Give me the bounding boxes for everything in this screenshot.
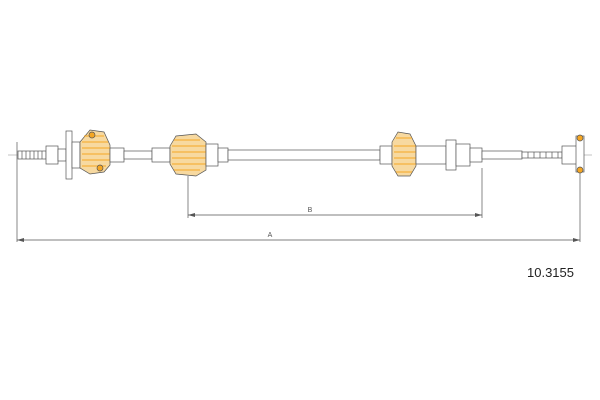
left-threaded-end xyxy=(17,145,67,165)
right-threaded-end xyxy=(521,151,563,159)
dimension-a: A xyxy=(17,232,580,242)
right-grommet xyxy=(379,131,447,177)
left-mounting-flange xyxy=(65,130,81,180)
left-rubber-boot xyxy=(79,129,111,175)
left-adjuster xyxy=(151,133,229,177)
dimension-b-label: B xyxy=(308,207,313,214)
dimension-a-label: A xyxy=(268,232,273,239)
right-ferrule xyxy=(445,139,523,171)
left-sleeve xyxy=(109,147,153,163)
dimension-a-extension-lines xyxy=(16,142,581,242)
outer-conduit xyxy=(227,149,381,161)
dimension-b: B xyxy=(188,207,482,217)
part-number: 10.3155 xyxy=(527,265,574,280)
right-clevis-end xyxy=(561,134,585,174)
dimension-b-extension-lines xyxy=(187,168,483,218)
